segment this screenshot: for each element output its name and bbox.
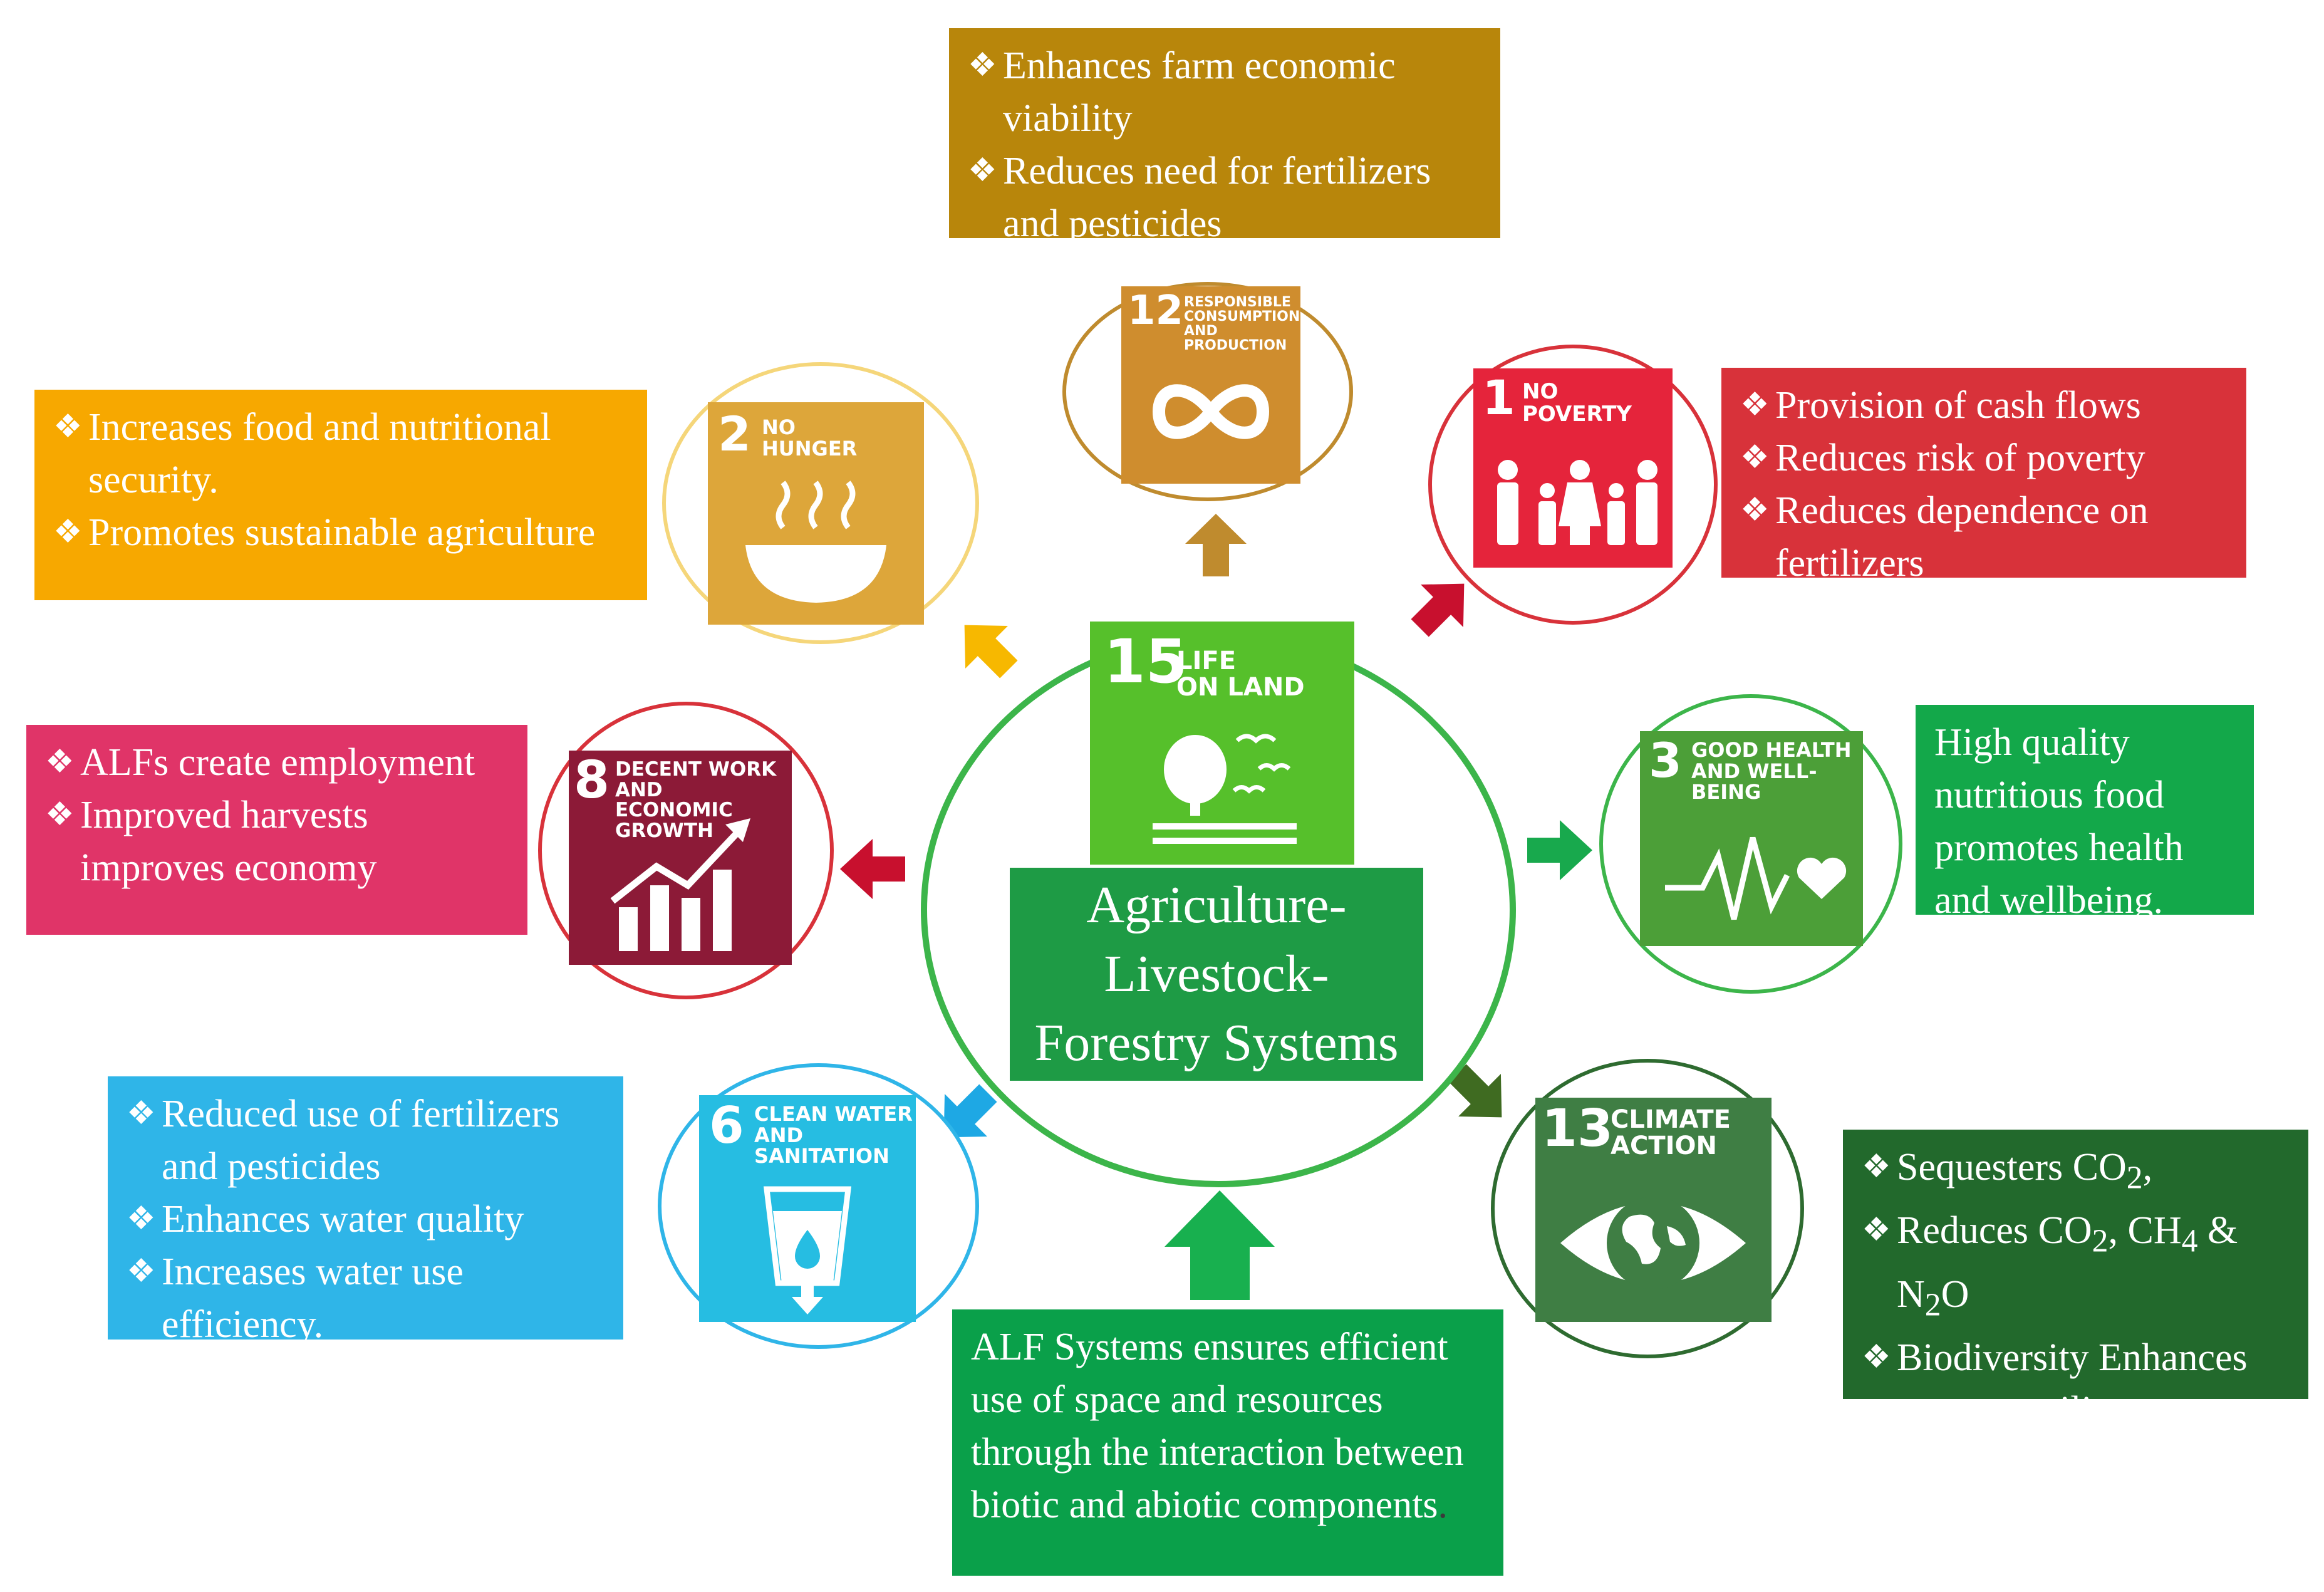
sdg12-benefits-box: Enhances farm economic viability Reduces… xyxy=(949,28,1500,245)
infinity-icon xyxy=(1152,384,1270,439)
sdg12-number: 12 xyxy=(1128,288,1184,334)
sdg1-benefit: Reduces risk of poverty xyxy=(1740,432,2228,484)
sdg6-tile: 6 CLEAN WATER AND SANITATION xyxy=(699,1095,916,1322)
sdg6-benefit: Increases water use efficiency. xyxy=(127,1246,604,1351)
sdg8-benefits-box: ALFs create employment Improved harvests… xyxy=(26,725,527,935)
sdg1-benefit: Reduces dependence on fertilizers xyxy=(1740,484,2228,590)
sdg6-benefits-box: Reduced use of fertilizers and pesticide… xyxy=(108,1076,623,1346)
sdg8-number: 8 xyxy=(574,751,610,810)
sdg8-benefit: Improved harvests improves economy xyxy=(45,789,509,894)
sdg2-title: NO HUNGER xyxy=(762,415,858,460)
sdg1-tile: 1 NO POVERTY xyxy=(1473,368,1673,568)
sdg12-benefit: Enhances farm economic viability xyxy=(968,39,1481,145)
sdg6-benefit: Enhances water quality xyxy=(127,1193,604,1246)
center-label: Agriculture- Livestock- Forestry Systems xyxy=(1010,868,1423,1081)
sdg13-tile: 13 CLIMATE ACTION xyxy=(1535,1098,1772,1322)
sdg13-benefit: Sequesters CO2, xyxy=(1862,1141,2290,1204)
family-icon xyxy=(1497,460,1657,545)
bowl-icon xyxy=(745,481,886,603)
sdg15-title: LIFE ON LAND xyxy=(1176,647,1305,702)
eye-globe-icon xyxy=(1560,1197,1746,1289)
sdg12-benefit: Reduces need for fertilizers and pestici… xyxy=(968,145,1481,250)
arrow-to-sdg8 xyxy=(840,839,905,899)
sdg3-number: 3 xyxy=(1649,732,1682,788)
sdg2-benefit: Promotes sustainable agriculture xyxy=(53,506,628,559)
sdg13-number: 13 xyxy=(1542,1099,1614,1158)
sdg12-title: RESPONSIBLE CONSUMPTION AND PRODUCTION xyxy=(1184,294,1300,354)
sdg1-benefits-box: Provision of cash flows Reduces risk of … xyxy=(1721,368,2246,585)
sdg2-tile: 2 NO HUNGER xyxy=(708,402,924,625)
sdg3-tile: 3 GOOD HEALTH AND WELL-BEING xyxy=(1640,731,1863,946)
arrow-to-sdg2 xyxy=(964,625,1018,679)
sdg8-title: DECENT WORK AND ECONOMIC GROWTH xyxy=(615,758,777,842)
sdg3-benefit-text: High quality nutritious food promotes he… xyxy=(1934,721,2184,922)
arrow-to-sdg12 xyxy=(1185,514,1247,576)
sdg6-title: CLEAN WATER AND SANITATION xyxy=(754,1102,913,1168)
growth-chart-icon xyxy=(610,818,750,951)
sdg8-benefit: ALFs create employment xyxy=(45,736,509,789)
sdg3-title: GOOD HEALTH AND WELL-BEING xyxy=(1691,738,1852,804)
sdg15-tile: 15 LIFE ON LAND xyxy=(1090,622,1354,865)
arrow-from-alf-box xyxy=(1165,1190,1275,1300)
sdg13-benefit: Reduces CO2, CH4 & N2O xyxy=(1862,1204,2290,1331)
alf-systems-box: ALF Systems ensures efficient use of spa… xyxy=(952,1309,1503,1576)
heartbeat-icon xyxy=(1665,836,1847,920)
tree-birds-icon xyxy=(1153,734,1297,844)
arrow-to-sdg6 xyxy=(943,1084,997,1138)
arrow-to-sdg13 xyxy=(1448,1064,1502,1118)
sdg2-benefit: Increases food and nutritional security. xyxy=(53,401,628,506)
sdg13-benefits-box: Sequesters CO2, Reduces CO2, CH4 & N2O B… xyxy=(1843,1130,2308,1432)
arrow-to-sdg3 xyxy=(1527,820,1592,880)
sdg6-number: 6 xyxy=(709,1096,744,1155)
water-glass-icon xyxy=(763,1186,852,1314)
sdg1-number: 1 xyxy=(1482,370,1515,425)
sdg13-title: CLIMATE ACTION xyxy=(1611,1105,1731,1160)
sdg15-number: 15 xyxy=(1104,627,1188,697)
sdg6-benefit: Reduced use of fertilizers and pesticide… xyxy=(127,1088,604,1193)
alf-systems-text: ALF Systems ensures efficient use of spa… xyxy=(971,1326,1464,1526)
sdg3-benefits-box: High quality nutritious food promotes he… xyxy=(1916,705,2254,922)
sdg13-benefit: Biodiversity Enhances system resiliency. xyxy=(1862,1331,2290,1437)
sdg2-benefits-box: Increases food and nutritional security.… xyxy=(34,390,647,600)
sdg1-benefit: Provision of cash flows xyxy=(1740,379,2228,432)
sdg12-tile: 12 RESPONSIBLE CONSUMPTION AND PRODUCTIO… xyxy=(1121,286,1300,484)
sdg2-number: 2 xyxy=(718,406,751,462)
arrow-to-sdg1 xyxy=(1411,583,1465,637)
sdg1-title: NO POVERTY xyxy=(1522,379,1632,427)
sdg8-tile: 8 DECENT WORK AND ECONOMIC GROWTH xyxy=(569,751,792,965)
